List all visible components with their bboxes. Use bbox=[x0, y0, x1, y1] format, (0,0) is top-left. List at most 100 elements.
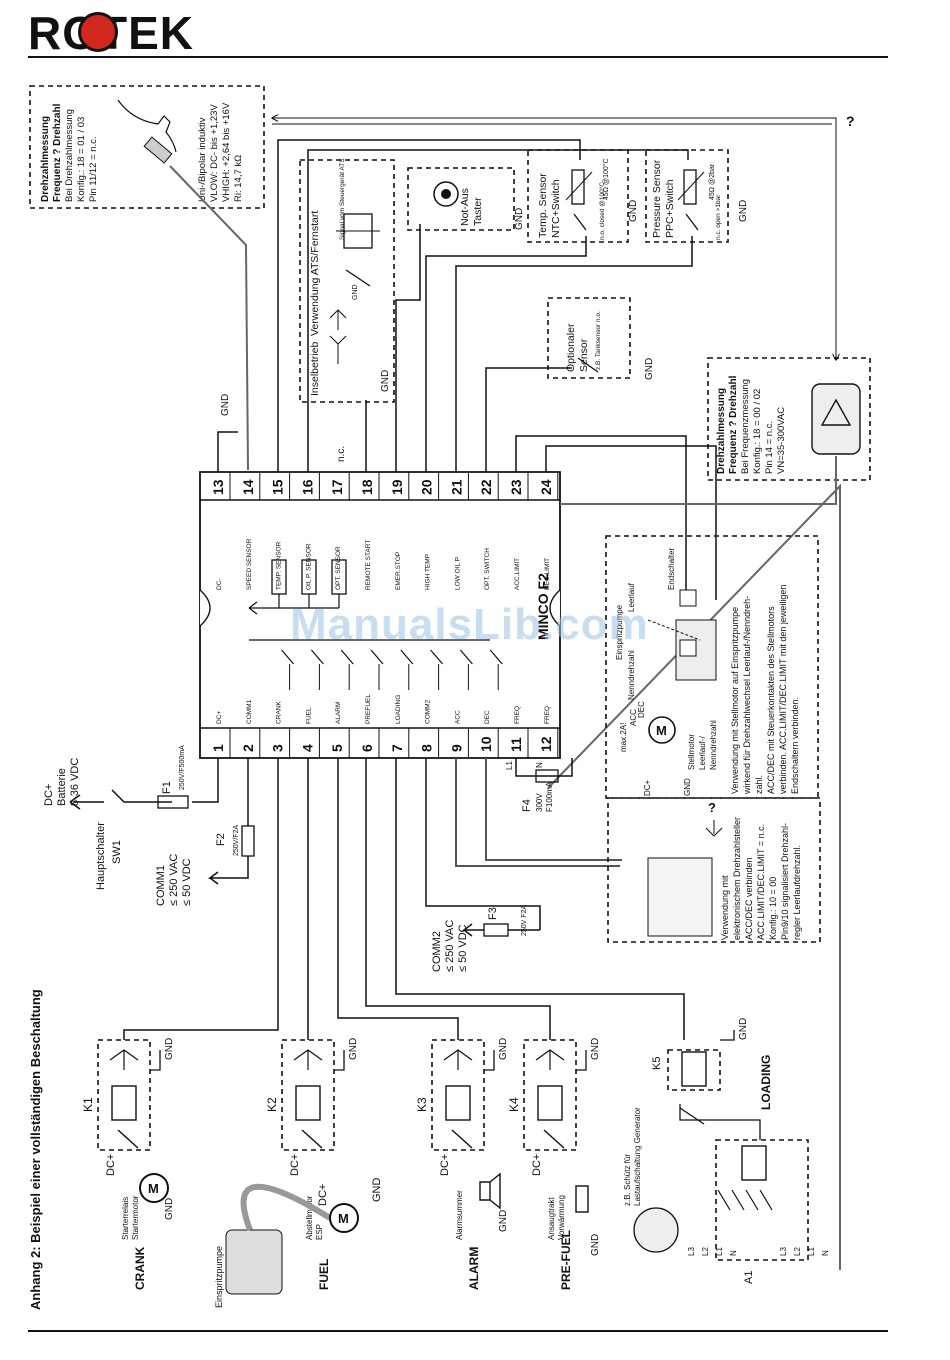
ats-box: Inselbetrieb Verwendung ATS/Fernstart Si… bbox=[299, 158, 395, 403]
battery-section: DC+ Batterie 8-36 VDC F1 250V/F500mA Hau… bbox=[43, 745, 219, 890]
bottom-pin-label: DC+ bbox=[216, 711, 223, 724]
fuel-gnd: GND bbox=[371, 1178, 383, 1203]
motor-text-1: Verwendung mit Stellmotor auf Einspritzp… bbox=[730, 607, 740, 794]
bottom-pin-number: 7 bbox=[389, 744, 405, 752]
servo-motor-icon bbox=[648, 716, 676, 744]
relay-load-1: Starterrelais bbox=[121, 1197, 130, 1240]
question-mark: ? bbox=[846, 113, 855, 129]
top-pin-label: OPT. SWITCH bbox=[484, 548, 491, 590]
freq-box-line3: Pin 14 = n.c. bbox=[764, 421, 775, 474]
freq-box-line4: VN=35-300VAC bbox=[776, 407, 787, 474]
pump-label: Einspritzpumpe bbox=[615, 604, 624, 660]
a1-note-2: Lastaufschaltung Generator bbox=[633, 1107, 642, 1206]
top-pin-label: ACC.LIMIT bbox=[514, 558, 521, 590]
servo-gnd: GND bbox=[683, 778, 692, 796]
comm1-v1: ≤ 250 VAC bbox=[168, 854, 180, 906]
elec-text-4: ACC.LIMIT/DEC.LIMIT = n.c. bbox=[756, 824, 766, 940]
elec-text-6: Pin9/10 signalisiert Drehzahl- bbox=[780, 823, 790, 940]
freq-box-title: Drehzahlmessung bbox=[716, 388, 727, 474]
fuse-f3: F3 bbox=[487, 907, 499, 920]
main-switch-id: SW1 bbox=[111, 840, 123, 864]
nominal-label: Nenndrehzahl bbox=[627, 650, 636, 700]
servo-dec: DEC bbox=[637, 701, 646, 718]
opt-note: z.B. Tanksensor n.o. bbox=[595, 311, 602, 370]
battery-label-2: Batterie bbox=[56, 768, 68, 806]
f4-label: F4 bbox=[521, 799, 533, 812]
top-pin-number: 24 bbox=[538, 479, 554, 495]
bottom-pin-label: ACC bbox=[454, 710, 461, 724]
fuse-f1-rating: 250V/F500mA bbox=[179, 745, 186, 790]
elec-text-2: elektronischem Drehzahlsteller bbox=[732, 817, 742, 940]
bottom-pin-label: LOADING bbox=[395, 695, 402, 724]
fuel-dcplus: DC+ bbox=[317, 1184, 329, 1206]
pump-text: Einspritzpumpe bbox=[214, 1246, 224, 1308]
idle-label: Leerlauf bbox=[627, 582, 636, 612]
speed-box-spec3: VHIGH: +2,64 bis +16V bbox=[221, 102, 232, 202]
top-pin-label: SPEED SENSOR bbox=[246, 538, 253, 590]
main-switch-label: Hauptschalter bbox=[95, 822, 107, 890]
bottom-pin-number: 9 bbox=[448, 744, 464, 752]
speed-box-spec4: Ri: 14,7 kΩ bbox=[233, 155, 244, 202]
top-pin-label: OPT. SENSOR bbox=[335, 546, 342, 590]
estop-label-2: Taster bbox=[472, 197, 484, 226]
f4-rating1: 300V bbox=[535, 793, 544, 812]
top-pin-label: EMER.STOP bbox=[395, 552, 402, 590]
injection-pump-icon bbox=[225, 1229, 283, 1295]
top-pin-number: 22 bbox=[478, 479, 494, 495]
bottom-pin-label: DEC bbox=[484, 710, 491, 724]
motor-text-2: wirkend für Drehzahlwechsel Leerlauf-/Ne… bbox=[742, 596, 752, 795]
a1-terminal-left: N bbox=[729, 1250, 738, 1256]
motor-text-3: zahl. bbox=[754, 775, 764, 794]
top-pin-label: DEC.LIMIT bbox=[544, 558, 551, 590]
footer-rule bbox=[28, 1330, 888, 1332]
top-pin-label: OIL P. SENSOR bbox=[305, 543, 312, 590]
ats-signal: Signal vom Steuergerät ATS bbox=[339, 158, 346, 240]
bottom-pin-number: 5 bbox=[329, 744, 345, 752]
elec-text-7: regler Leerlaufdrehzahl. bbox=[792, 845, 802, 940]
temp-value: 45Ω @100°C bbox=[602, 158, 610, 200]
pressure-sensor-box: Pressure Sensor PPC+Switch 45Ω @2bar n.c… bbox=[645, 149, 729, 243]
freq-box-line1: Bei Frequenzmessung bbox=[740, 379, 751, 474]
relay-title: PRE-FUEL bbox=[559, 1230, 573, 1290]
top-pin-number: 13 bbox=[210, 479, 226, 495]
relay-title: ALARM bbox=[467, 1247, 481, 1290]
f4-n: N bbox=[535, 762, 544, 768]
f4-l1: L1 bbox=[505, 761, 514, 770]
top-pin-number: 23 bbox=[508, 479, 524, 495]
motor-text-6: Endschaltern verbinden. bbox=[790, 697, 800, 794]
a1-section: A1 z.B. Schütz für Lastaufschaltung Gene… bbox=[623, 1104, 830, 1284]
relay-load-1: Ansaugtrakt bbox=[547, 1197, 556, 1240]
ats-gnd: GND bbox=[352, 284, 359, 300]
temp-gnd: GND bbox=[628, 200, 639, 222]
endswitch-label: Endschalter bbox=[667, 547, 676, 590]
watermark: ManualsLib.com bbox=[290, 600, 649, 649]
opt-label-2: Sensor bbox=[578, 338, 590, 372]
battery-label-3: 8-36 VDC bbox=[69, 758, 81, 806]
f4-rating2: F100mA bbox=[545, 781, 554, 812]
temp-sensor-box: Temp. Sensor NTC+Switch 45Ω @100°C n.o. … bbox=[527, 149, 629, 243]
servo-label-3: Nenndrehzahl bbox=[709, 720, 718, 770]
top-pin-number: 17 bbox=[329, 479, 345, 495]
comm2-label: COMM2 bbox=[431, 931, 443, 972]
top-pin-number: 20 bbox=[419, 479, 435, 495]
comm2-v2: ≤ 50 VDC bbox=[457, 924, 469, 972]
controller-nc: n.c. bbox=[336, 446, 347, 462]
top-pin-number: 16 bbox=[299, 479, 315, 495]
relay-gnd: GND bbox=[348, 1038, 359, 1060]
top-pin-number: 15 bbox=[270, 479, 286, 495]
freq-box-subtitle: Frequenz ? Drehzahl bbox=[728, 375, 739, 474]
logo-sun-icon bbox=[78, 12, 118, 52]
opt-label-1: Optionaler bbox=[565, 323, 577, 372]
bottom-pin-number: 4 bbox=[299, 744, 315, 752]
gnd-ats: GND bbox=[380, 370, 391, 392]
bottom-pin-label: PREFUEL bbox=[365, 694, 372, 724]
motor-question: ? bbox=[708, 800, 716, 815]
estop-label-1: Not-Aus bbox=[459, 188, 471, 226]
a1-note-1: z.B. Schütz für bbox=[623, 1154, 632, 1206]
ats-label-1: Inselbetrieb bbox=[309, 342, 321, 396]
bottom-pin-number: 11 bbox=[508, 737, 524, 752]
top-pin-label: REMOTE START bbox=[365, 540, 372, 590]
relay-title: FUEL bbox=[317, 1259, 331, 1290]
motor-box: Verwendung mit Stellmotor auf Einspritzp… bbox=[605, 535, 819, 799]
